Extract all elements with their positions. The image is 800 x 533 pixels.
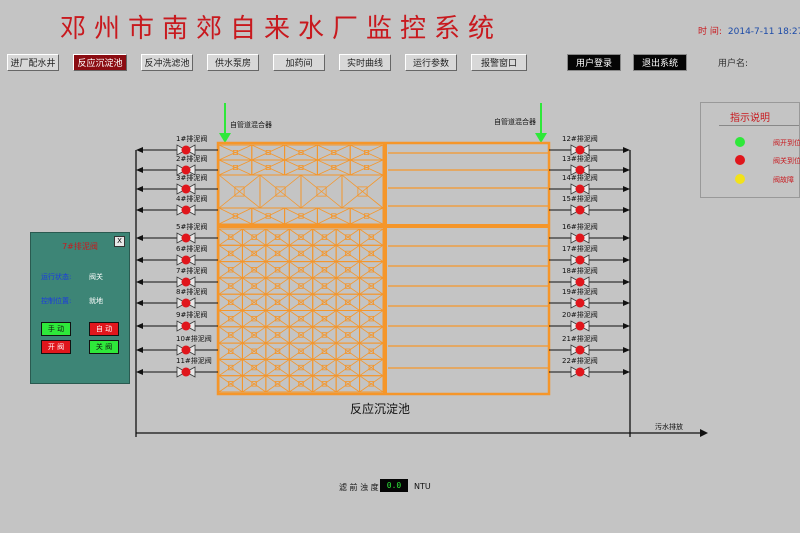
valve-lines bbox=[136, 144, 630, 378]
inlet-arrow-left bbox=[219, 103, 231, 143]
valve-label-left-8: 8#排泥阀 bbox=[176, 288, 208, 296]
nav-button-9[interactable]: 退出系统 bbox=[633, 54, 687, 71]
valve-label-right-12: 12#排泥阀 bbox=[562, 135, 598, 143]
valve-label-left-5: 5#排泥阀 bbox=[176, 223, 208, 231]
valve-left-10[interactable] bbox=[136, 344, 218, 356]
valve-label-left-9: 9#排泥阀 bbox=[176, 311, 208, 319]
valve-label-left-11: 11#排泥阀 bbox=[176, 357, 212, 365]
auto-button[interactable]: 自 动 bbox=[89, 322, 119, 336]
panel-title: 7#排泥阀 bbox=[62, 242, 98, 251]
valve-right-20[interactable] bbox=[549, 320, 630, 332]
valve-label-right-19: 19#排泥阀 bbox=[562, 288, 598, 296]
sewage-arrow bbox=[700, 429, 708, 437]
valve-label-left-10: 10#排泥阀 bbox=[176, 335, 212, 343]
valve-left-9[interactable] bbox=[136, 320, 218, 332]
valve-label-left-1: 1#排泥阀 bbox=[176, 135, 208, 143]
nav-button-3[interactable]: 供水泵房 bbox=[207, 54, 259, 71]
valve-right-14[interactable] bbox=[549, 183, 630, 195]
time-value: 2014-7-11 18:27 bbox=[727, 27, 800, 37]
legend-dot-open bbox=[735, 137, 745, 147]
valve-left-7[interactable] bbox=[136, 276, 218, 288]
valve-label-left-4: 4#排泥阀 bbox=[176, 195, 208, 203]
valve-right-13[interactable] bbox=[549, 164, 630, 176]
valve-right-19[interactable] bbox=[549, 297, 630, 309]
mixer-label-left: 自管道混合器 bbox=[230, 121, 272, 129]
valve-left-1[interactable] bbox=[136, 144, 218, 156]
nav-button-2[interactable]: 反冲洗滤池 bbox=[141, 54, 193, 71]
valve-label-left-2: 2#排泥阀 bbox=[176, 155, 208, 163]
turbidity-label: 滤 前 浊 度 bbox=[339, 483, 379, 492]
valve-left-6[interactable] bbox=[136, 254, 218, 266]
valve-control-panel: 7#排泥阀 X 运行状态: 阀关 控制位置: 就地 手 动 自 动 开 阀 关 … bbox=[30, 232, 130, 384]
control-location-label: 控制位置: bbox=[41, 297, 72, 305]
valve-left-2[interactable] bbox=[136, 164, 218, 176]
valve-left-8[interactable] bbox=[136, 297, 218, 309]
valve-label-left-6: 6#排泥阀 bbox=[176, 245, 208, 253]
nav-button-1[interactable]: 反应沉淀池 bbox=[73, 54, 127, 71]
legend-title: 指示说明 bbox=[730, 113, 770, 124]
valve-label-right-15: 15#排泥阀 bbox=[562, 195, 598, 203]
legend-label-fault: 阀故障 bbox=[773, 176, 794, 184]
valve-right-21[interactable] bbox=[549, 344, 630, 356]
manual-button[interactable]: 手 动 bbox=[41, 322, 71, 336]
valve-label-left-7: 7#排泥阀 bbox=[176, 267, 208, 275]
valve-right-16[interactable] bbox=[549, 232, 630, 244]
valve-right-22[interactable] bbox=[549, 366, 630, 378]
open-valve-button[interactable]: 开 阀 bbox=[41, 340, 71, 354]
nav-button-8[interactable]: 用户登录 bbox=[567, 54, 621, 71]
run-status-label: 运行状态: bbox=[41, 273, 72, 281]
sewage-label: 污水排放 bbox=[655, 423, 683, 431]
tank-grid bbox=[218, 144, 548, 393]
turbidity-unit: NTU bbox=[414, 482, 431, 491]
valve-label-right-22: 22#排泥阀 bbox=[562, 357, 598, 365]
legend-box: 指示说明 阀开到位 阀关到位 阀故障 bbox=[700, 102, 800, 198]
time-display: 时 间: 2014-7-11 18:27 bbox=[698, 24, 800, 37]
nav-button-6[interactable]: 运行参数 bbox=[405, 54, 457, 71]
nav-button-7[interactable]: 报警窗口 bbox=[471, 54, 527, 71]
nav-button-0[interactable]: 进厂配水井 bbox=[7, 54, 59, 71]
valve-right-18[interactable] bbox=[549, 276, 630, 288]
page-title: 邓州市南郊自来水厂监控系统 bbox=[60, 14, 503, 44]
valve-label-right-17: 17#排泥阀 bbox=[562, 245, 598, 253]
close-button[interactable]: X bbox=[114, 236, 125, 247]
valve-left-11[interactable] bbox=[136, 366, 218, 378]
nav-button-4[interactable]: 加药间 bbox=[273, 54, 325, 71]
run-status-value: 阀关 bbox=[89, 273, 103, 281]
valve-label-right-21: 21#排泥阀 bbox=[562, 335, 598, 343]
control-location-value: 就地 bbox=[89, 297, 103, 305]
inlet-arrow-right bbox=[535, 103, 547, 143]
close-valve-button[interactable]: 关 阀 bbox=[89, 340, 119, 354]
pool-name: 反应沉淀池 bbox=[350, 402, 411, 416]
valve-right-15[interactable] bbox=[549, 204, 630, 216]
legend-dot-closed bbox=[735, 155, 745, 165]
valve-left-3[interactable] bbox=[136, 183, 218, 195]
legend-label-closed: 阀关到位 bbox=[773, 157, 800, 165]
valve-label-right-18: 18#排泥阀 bbox=[562, 267, 598, 275]
valve-left-4[interactable] bbox=[136, 204, 218, 216]
valve-label-right-16: 16#排泥阀 bbox=[562, 223, 598, 231]
valve-label-right-13: 13#排泥阀 bbox=[562, 155, 598, 163]
turbidity-value: 0.0 bbox=[380, 479, 408, 492]
valve-label-right-14: 14#排泥阀 bbox=[562, 174, 598, 182]
time-label: 时 间: bbox=[698, 27, 722, 37]
valve-right-12[interactable] bbox=[549, 144, 630, 156]
username-label: 用户名: bbox=[718, 59, 749, 69]
nav-button-5[interactable]: 实时曲线 bbox=[339, 54, 391, 71]
legend-dot-fault bbox=[735, 174, 745, 184]
valve-label-right-20: 20#排泥阀 bbox=[562, 311, 598, 319]
valve-label-left-3: 3#排泥阀 bbox=[176, 174, 208, 182]
valve-left-5[interactable] bbox=[136, 232, 218, 244]
legend-label-open: 阀开到位 bbox=[773, 139, 800, 147]
valve-right-17[interactable] bbox=[549, 254, 630, 266]
mixer-label-right: 自管道混合器 bbox=[494, 118, 536, 126]
